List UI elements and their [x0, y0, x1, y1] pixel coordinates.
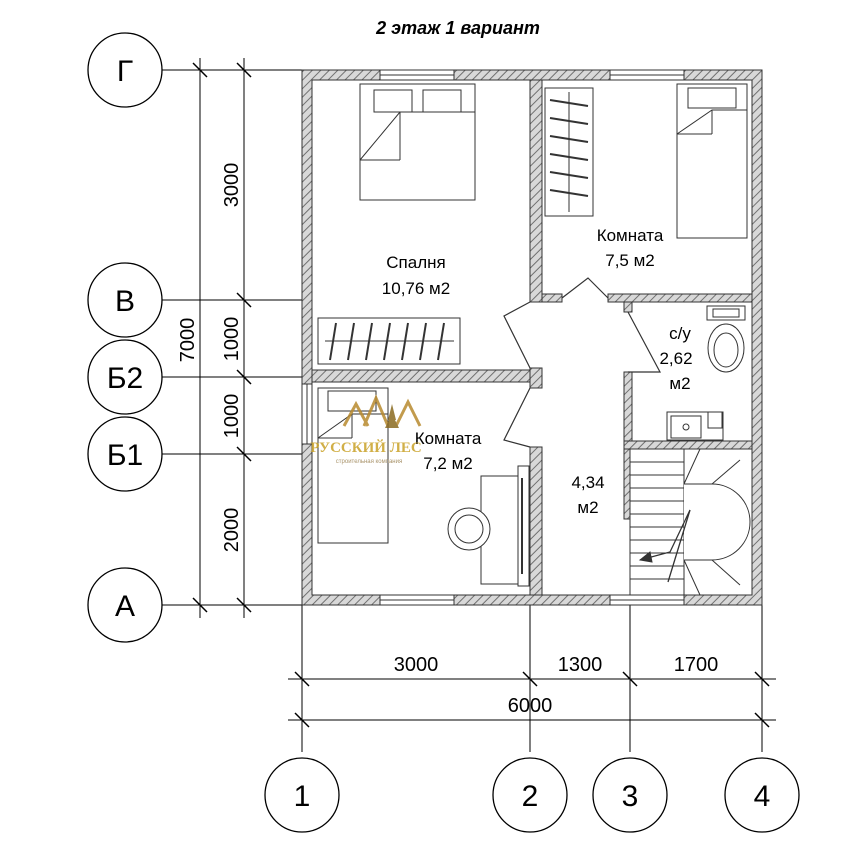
plan-title: 2 этаж 1 вариант — [375, 18, 540, 38]
dim-6000-total: 6000 — [508, 695, 553, 717]
dim-1000-upper: 1000 — [221, 317, 243, 362]
room-upper-area: 7,5 м2 — [605, 251, 655, 270]
axis-label-3: 3 — [622, 780, 639, 813]
desk-with-chair — [447, 465, 530, 587]
room-bathroom-name: с/у — [669, 324, 691, 343]
dimension-ticks — [192, 62, 770, 728]
dim-2000-vertical: 2000 — [221, 508, 243, 553]
dim-7000-total: 7000 — [177, 318, 199, 363]
axis-label-b2: Б2 — [107, 362, 143, 395]
hall-area-value: 4,34 — [571, 473, 604, 492]
room-upper-name: Комната — [597, 226, 664, 245]
wardrobe-room — [544, 87, 594, 217]
row-axis-markers: Г В Б2 Б1 А — [87, 32, 163, 643]
sink — [666, 411, 724, 441]
dim-3000-horizontal: 3000 — [394, 654, 439, 676]
dim-3000-vertical: 3000 — [221, 163, 243, 208]
axis-label-a: А — [115, 590, 135, 623]
column-axis-markers: 1 2 3 4 — [264, 757, 800, 833]
windows — [301, 69, 685, 606]
dim-1700-horizontal: 1700 — [674, 654, 719, 676]
doors — [503, 277, 661, 448]
axis-label-v: В — [115, 285, 135, 318]
hall-area-unit: м2 — [577, 498, 598, 517]
single-bed-lower — [317, 387, 389, 544]
axis-label-b1: Б1 — [107, 439, 143, 472]
axis-label-4: 4 — [754, 780, 771, 813]
wardrobe-bedroom — [317, 317, 461, 365]
staircase — [629, 448, 753, 596]
walls — [301, 69, 763, 606]
room-lower-name: Комната — [415, 429, 482, 448]
axis-label-2: 2 — [522, 780, 539, 813]
logo-name: РУССКИЙ ЛЕС — [310, 439, 421, 456]
room-bedroom-name: Спалня — [386, 253, 445, 272]
single-bed-upper — [676, 83, 748, 239]
room-lower-area: 7,2 м2 — [423, 454, 473, 473]
company-logo: РУССКИЙ ЛЕС строительная компания — [310, 394, 422, 465]
axis-label-1: 1 — [294, 780, 311, 813]
room-bathroom-area-unit: м2 — [669, 374, 690, 393]
double-bed — [359, 83, 476, 201]
dim-1300-horizontal: 1300 — [558, 654, 603, 676]
axis-label-g: Г — [117, 55, 133, 88]
logo-tagline: строительная компания — [336, 459, 402, 465]
room-bathroom-area-value: 2,62 — [659, 349, 692, 368]
toilet — [706, 305, 746, 373]
dim-1000-lower: 1000 — [221, 394, 243, 439]
room-bedroom-area: 10,76 м2 — [382, 279, 450, 298]
